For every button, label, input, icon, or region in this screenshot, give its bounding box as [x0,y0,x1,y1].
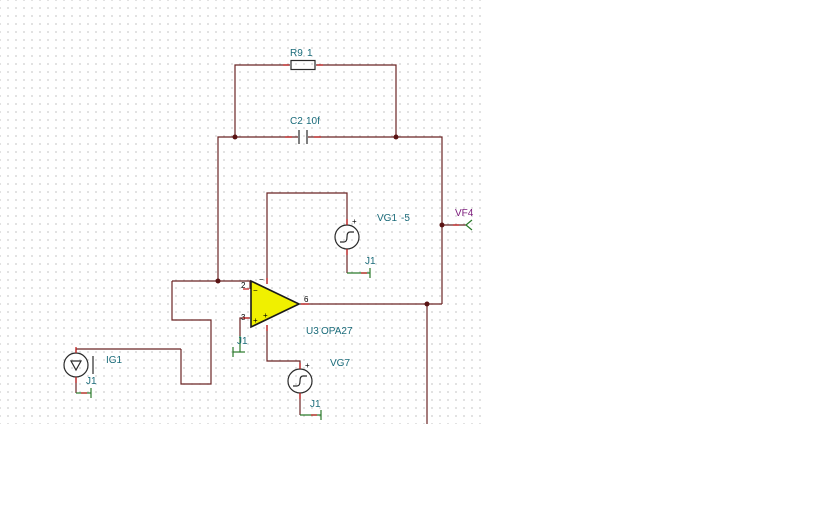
wire-supply-bottom[interactable] [266,325,301,369]
vg7-name-label: VG7 [330,358,350,369]
wire-supply-top[interactable] [266,192,348,284]
vg7-plus-sign: + [305,361,310,370]
step-symbol [340,231,354,243]
resistor-r9[interactable]: R9 1 [283,48,323,71]
schematic-canvas[interactable] [0,0,487,424]
current-generator-ig1[interactable]: IG1 [63,347,123,383]
ground-label: J1 [365,256,376,267]
voltage-generator-vg7[interactable]: + VG7 [287,358,350,399]
vf4-label: VF4 [455,208,474,219]
wires [75,64,466,424]
vg1-name-label: VG1 [377,213,397,224]
vg1-value-label: -5 [401,213,410,224]
wire-inv-input[interactable] [172,280,251,289]
current-arrow [69,360,83,372]
voltage-generator-vg1[interactable]: + VG1 -5 [334,213,410,255]
ground-label: J1 [237,336,248,347]
r9-name-label: R9 [290,48,303,59]
junction-dot [424,301,430,307]
generator-circle [63,352,89,378]
c2-value-label: 10f [306,116,320,127]
ground-vg1[interactable]: J1 [347,256,376,278]
vg1-plus-sign: + [352,217,357,226]
supply-minus-sign: − [259,275,264,284]
ig1-name-label: IG1 [106,355,123,366]
opamp-u3[interactable]: − + − + 2 3 6 U3 OPA27 [241,275,353,337]
capacitor-c2[interactable]: C2 10f [285,116,321,144]
wire-ig1-path[interactable] [171,281,212,385]
ground-label: J1 [310,399,321,410]
ground-ig1[interactable]: J1 [76,376,97,398]
junctions [215,134,445,307]
junction-dot [393,134,399,140]
c2-name-label: C2 [290,116,303,127]
u3-name-label: U3 [306,326,319,337]
r9-value-label: 1 [307,48,313,59]
ground-label: J1 [86,376,97,387]
voltage-probe-vf4[interactable]: VF4 [453,208,474,231]
resistor-body [290,59,316,71]
pin-6-label: 6 [304,295,309,304]
u3-model-label: OPA27 [321,326,353,337]
junction-dot [439,222,445,228]
ground-vg7[interactable]: J1 [300,399,322,420]
wire-r9-right[interactable] [316,64,397,137]
supply-plus-sign: + [263,311,268,320]
wire-c2-left[interactable] [217,136,298,281]
probe-arrow [465,219,473,231]
pin-2-label: 2 [241,281,246,290]
junction-dot [232,134,238,140]
wire-c2-right[interactable] [308,136,443,304]
opamp-plus-sign: + [253,316,258,325]
wire-r9-loop[interactable] [234,64,290,137]
opamp-minus-sign: − [253,286,258,295]
junction-dot [215,278,221,284]
wire-ig1-top[interactable] [75,348,181,352]
opamp-triangle [250,279,301,329]
ground-noninv[interactable]: J1 [232,336,248,357]
step-symbol [293,375,307,387]
